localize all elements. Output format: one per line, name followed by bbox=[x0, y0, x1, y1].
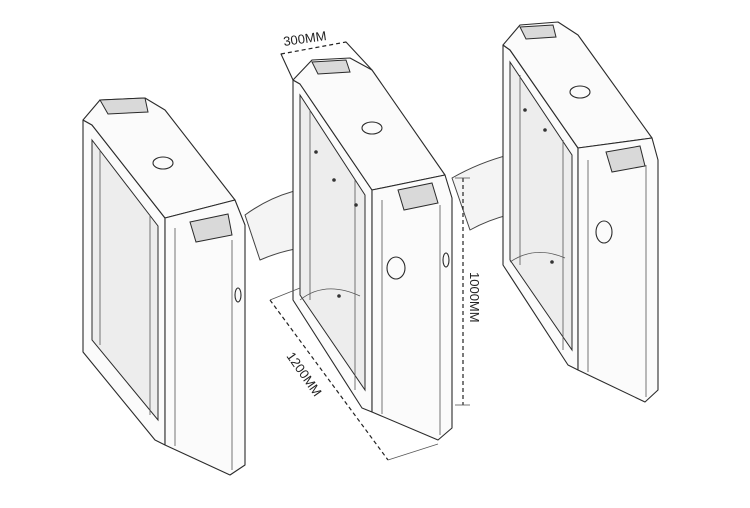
left-cabinet-front-end bbox=[164, 199, 246, 476]
length-dimension-label: 1200MM bbox=[284, 349, 325, 399]
left-cabinet bbox=[82, 97, 246, 476]
center-cabinet bbox=[292, 57, 453, 441]
right-cabinet-reader-pad bbox=[519, 24, 557, 40]
left-cabinet-front-reader bbox=[189, 213, 233, 243]
right-cabinet-front-reader bbox=[605, 145, 646, 173]
center-cabinet-sensor bbox=[386, 256, 406, 280]
right-cabinet-top-lid bbox=[502, 21, 653, 149]
center-cabinet-indicator-light bbox=[361, 121, 383, 135]
center-cabinet-reader-pad bbox=[311, 59, 351, 75]
center-cabinet-side-light bbox=[442, 252, 450, 268]
left-cabinet-side-light bbox=[234, 287, 242, 303]
center-cabinet-front-reader bbox=[397, 182, 439, 211]
right-cabinet-front-end bbox=[577, 137, 659, 403]
left-cabinet-indicator-light bbox=[152, 156, 174, 170]
right-cabinet-indicator-light bbox=[569, 85, 591, 99]
right-cabinet-window bbox=[509, 60, 573, 352]
width-dimension-label: 300MM bbox=[282, 28, 327, 49]
left-cabinet-window bbox=[91, 138, 159, 422]
height-dimension: 1000MM bbox=[455, 177, 482, 406]
left-cabinet-reader-pad bbox=[99, 97, 149, 115]
center-cabinet-window bbox=[299, 93, 366, 392]
height-dimension-label: 1000MM bbox=[467, 272, 482, 323]
right-cabinet-sensor bbox=[595, 220, 613, 244]
width-dimension: 300MM bbox=[280, 28, 373, 81]
right-cabinet bbox=[502, 21, 659, 403]
center-cabinet-front-end bbox=[371, 174, 453, 441]
